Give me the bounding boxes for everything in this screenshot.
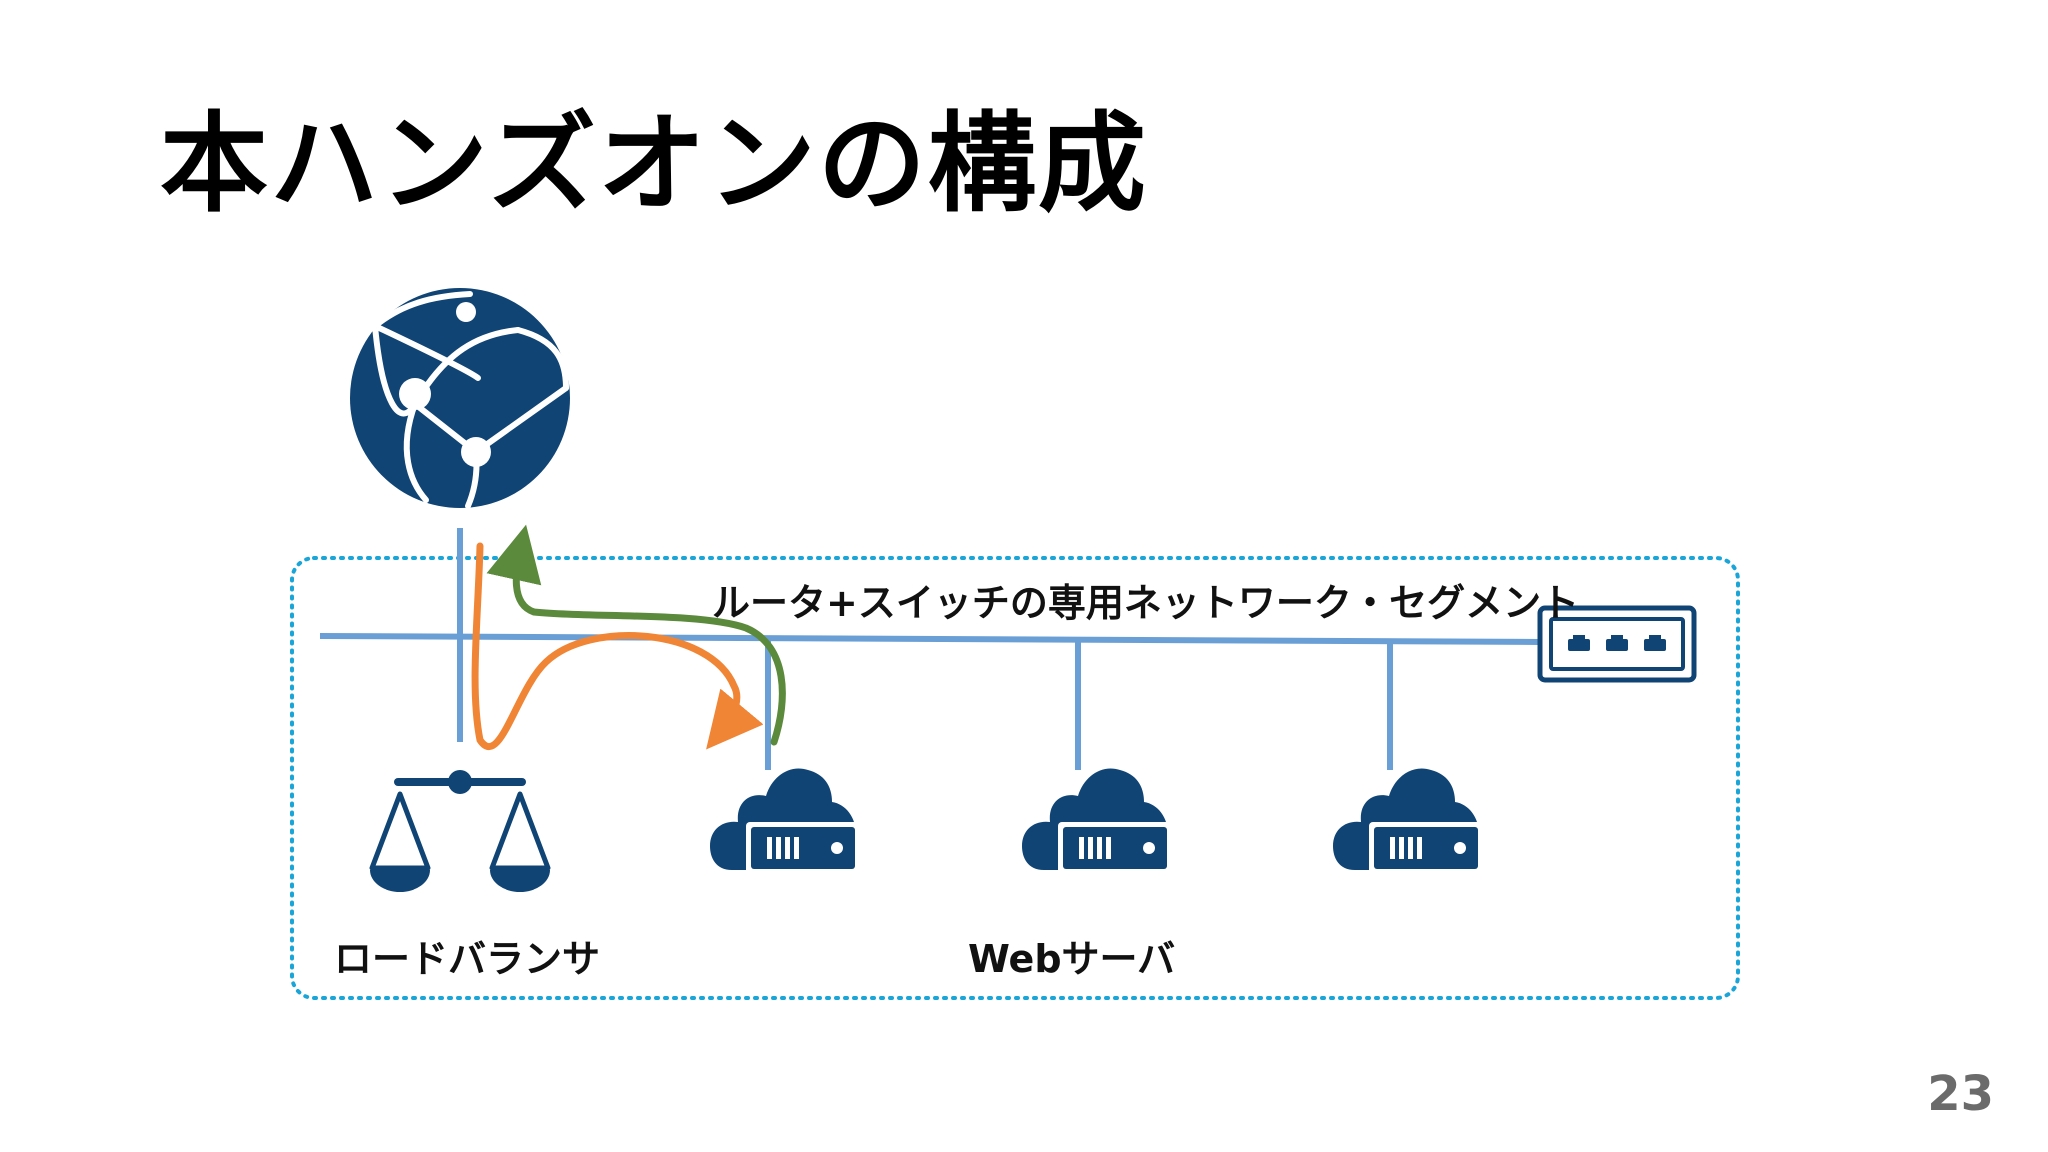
request-flow-arrow: [471, 542, 764, 751]
web-server-label: Webサーバ: [968, 937, 1176, 981]
internet-globe-icon: [350, 288, 570, 509]
segment-bus-line: [319, 633, 1541, 645]
cloud-server-icon: [1333, 768, 1483, 874]
slide-title: 本ハンズオンの構成: [160, 102, 1148, 227]
router-switch-icon: [1537, 605, 1697, 683]
load-balancer-label: ロードバランサ: [334, 937, 601, 981]
segment-label: ルータ+スイッチの専用ネットワーク・セグメント: [712, 581, 1580, 625]
cloud-server-icon: [1022, 768, 1172, 874]
network-segment-border: [290, 556, 1740, 1000]
network-lines: [319, 528, 1541, 770]
load-balancer-icon: [369, 770, 551, 892]
page-number: 23: [1927, 1066, 1994, 1122]
cloud-server-icon: [710, 768, 860, 874]
response-flow-arrow: [486, 524, 786, 746]
